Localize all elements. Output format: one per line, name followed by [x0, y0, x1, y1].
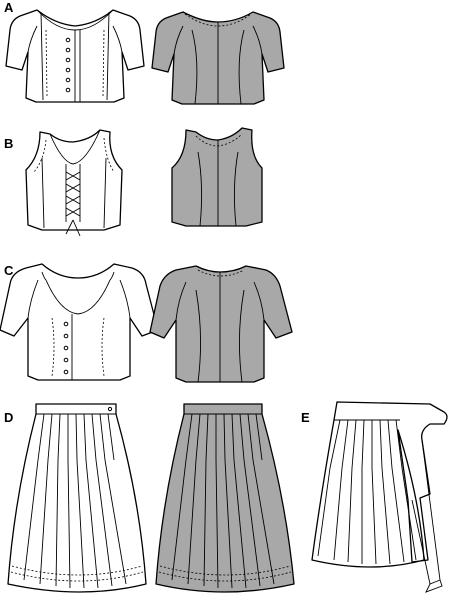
view-b-front-bodice [25, 129, 123, 237]
view-label-a: A [4, 0, 14, 15]
view-a-back-blouse [151, 11, 285, 105]
view-d: D [4, 403, 295, 593]
view-e: E [301, 401, 448, 593]
view-a-front-blouse [5, 9, 145, 103]
view-c-back-blouse [149, 265, 293, 383]
view-label-b: B [4, 136, 13, 151]
view-a: A [4, 0, 285, 105]
view-label-c: C [4, 263, 14, 278]
view-c-front-blouse [0, 263, 159, 381]
view-b-back-bodice [171, 127, 263, 227]
view-e-apron [311, 401, 448, 593]
view-label-d: D [4, 410, 13, 425]
view-b: B [4, 127, 263, 237]
view-label-e: E [301, 410, 310, 425]
view-d-front-skirt [7, 403, 147, 593]
view-c: C [0, 263, 293, 383]
view-d-back-skirt [155, 403, 295, 593]
